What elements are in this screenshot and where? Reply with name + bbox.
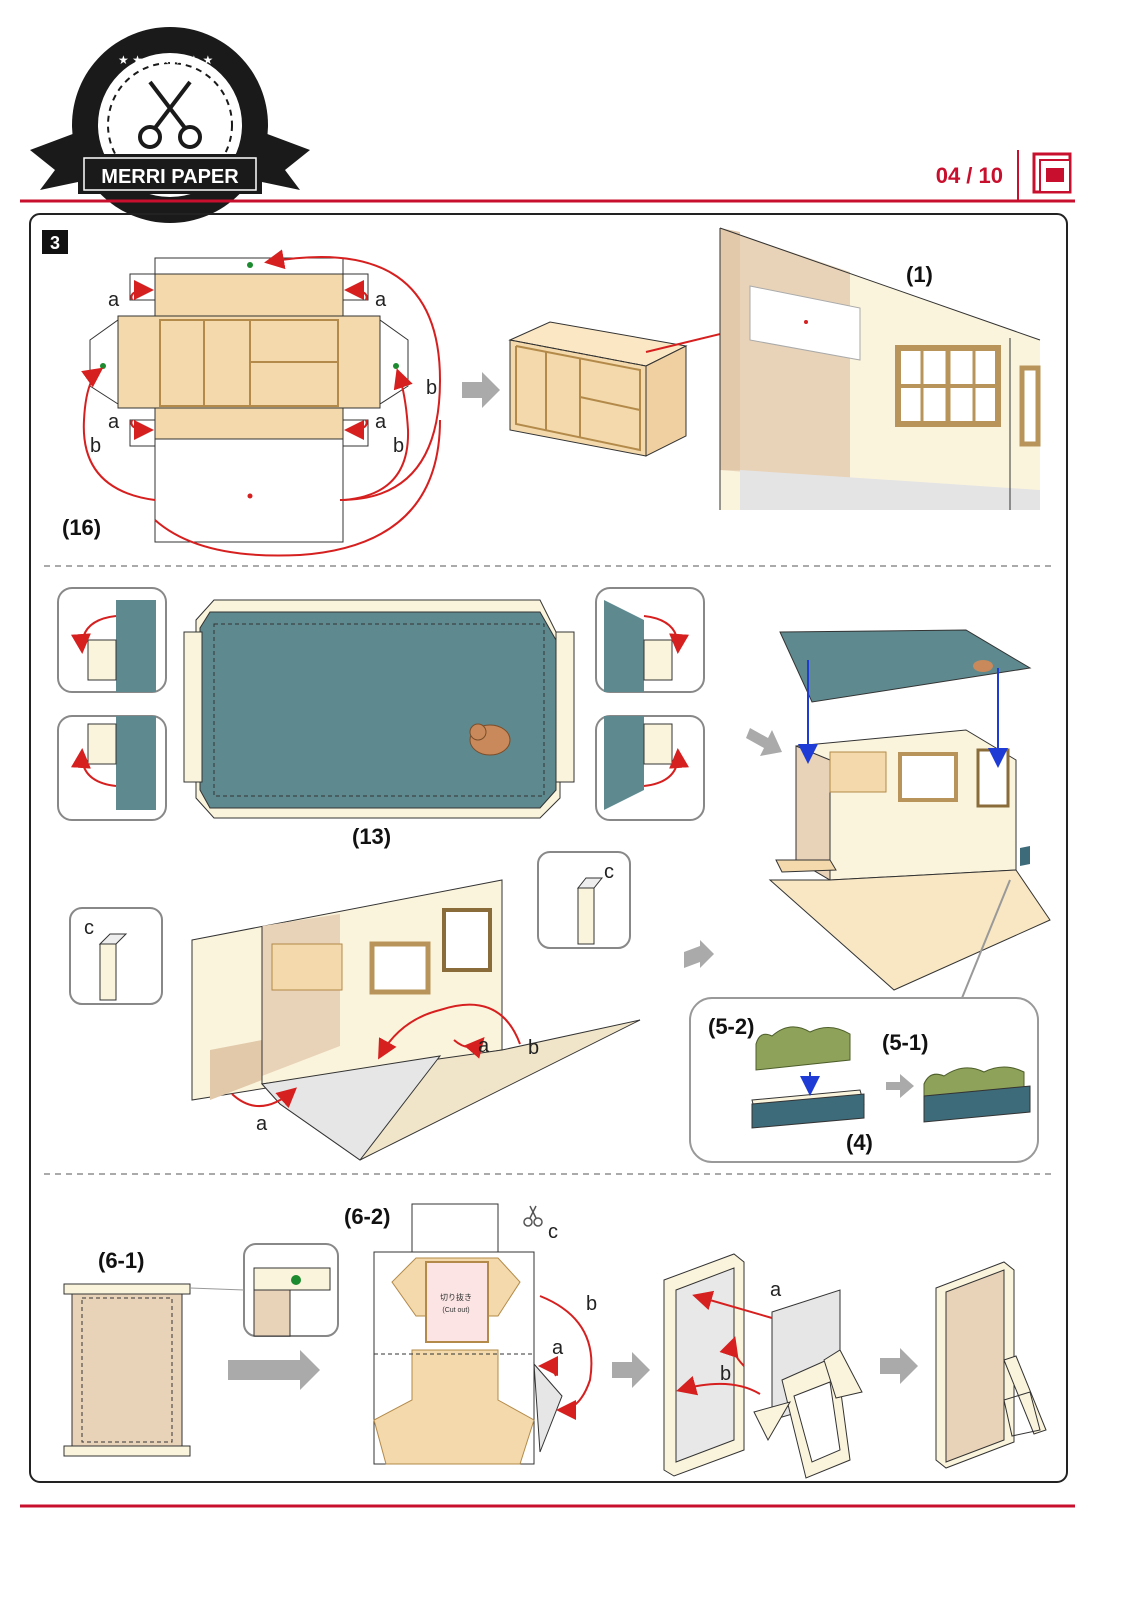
brand-logo: ★ ★ ★ ★ ★ ★ ★ MERRI PAPER xyxy=(30,27,310,223)
room-assembly xyxy=(768,629,1051,991)
svg-text:a: a xyxy=(256,1113,268,1135)
instruction-panel xyxy=(29,213,1068,1483)
svg-text:c: c xyxy=(84,917,94,939)
svg-text:a: a xyxy=(375,411,387,433)
svg-text:(Cut out): (Cut out) xyxy=(442,1307,469,1314)
svg-text:3: 3 xyxy=(50,233,60,253)
gray-arrow-right xyxy=(462,372,500,408)
roof-net-13: (13) xyxy=(183,599,575,849)
frame-back-assembly: a b xyxy=(663,1253,863,1479)
svg-text:c: c xyxy=(604,861,614,883)
svg-text:a: a xyxy=(108,289,120,311)
svg-text:a: a xyxy=(770,1279,782,1301)
svg-text:a: a xyxy=(552,1337,564,1359)
planter-detail: (5-2) (5-1) (4) xyxy=(689,879,1039,1163)
brand-name: MERRI PAPER xyxy=(101,166,239,188)
svg-text:★ ★ ★ ★ ★ ★ ★: ★ ★ ★ ★ ★ ★ ★ xyxy=(118,53,213,67)
wall-view-1: (1) xyxy=(719,227,1041,510)
cabinet-net-16: a a a a b b b (16) xyxy=(62,249,442,557)
step-badge xyxy=(42,230,68,254)
svg-text:(5-1): (5-1) xyxy=(882,1030,928,1055)
svg-text:(4): (4) xyxy=(846,1130,873,1155)
svg-text:b: b xyxy=(90,435,101,457)
svg-text:(6-1): (6-1) xyxy=(98,1248,144,1273)
frame-net-6-1: (6-1) xyxy=(63,1243,339,1457)
wall-assembly: a a b xyxy=(191,879,641,1161)
svg-text:c: c xyxy=(548,1221,558,1243)
svg-text:(6-2): (6-2) xyxy=(344,1204,390,1229)
svg-text:b: b xyxy=(586,1293,597,1315)
svg-text:(16): (16) xyxy=(62,515,101,540)
svg-text:b: b xyxy=(426,377,437,399)
svg-text:切り抜き: 切り抜き xyxy=(440,1292,472,1302)
page-indicator: 04 / 10 xyxy=(936,163,1003,188)
svg-text:b: b xyxy=(393,435,404,457)
svg-text:(5-2): (5-2) xyxy=(708,1014,754,1039)
svg-text:(13): (13) xyxy=(352,824,391,849)
svg-text:a: a xyxy=(108,411,120,433)
svg-text:b: b xyxy=(720,1363,731,1385)
svg-text:(1): (1) xyxy=(906,262,933,287)
stand-net-6-2: 切り抜き (Cut out) (6-2) c b a xyxy=(344,1203,597,1465)
assembled-cabinet xyxy=(508,321,688,457)
document-icon xyxy=(1032,152,1072,194)
scissors-icon xyxy=(138,80,202,149)
svg-text:a: a xyxy=(375,289,387,311)
corner-detail-c: c c xyxy=(69,851,631,1005)
finished-frame xyxy=(935,1261,1047,1469)
svg-text:a: a xyxy=(478,1035,490,1057)
svg-text:b: b xyxy=(528,1037,539,1059)
scissors-icon xyxy=(523,1205,543,1227)
